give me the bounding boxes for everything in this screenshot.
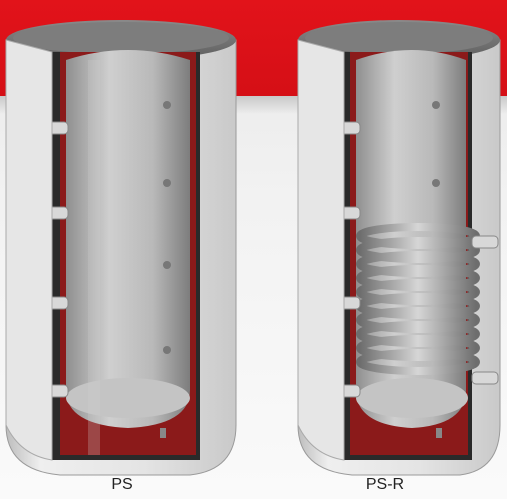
tank-ps-r: [297, 20, 501, 476]
tank-ps: [5, 20, 237, 476]
caption-ps-r: PS-R: [365, 476, 405, 493]
heat-exchanger-coil: [356, 223, 480, 375]
caption-ps: PS: [111, 476, 133, 493]
